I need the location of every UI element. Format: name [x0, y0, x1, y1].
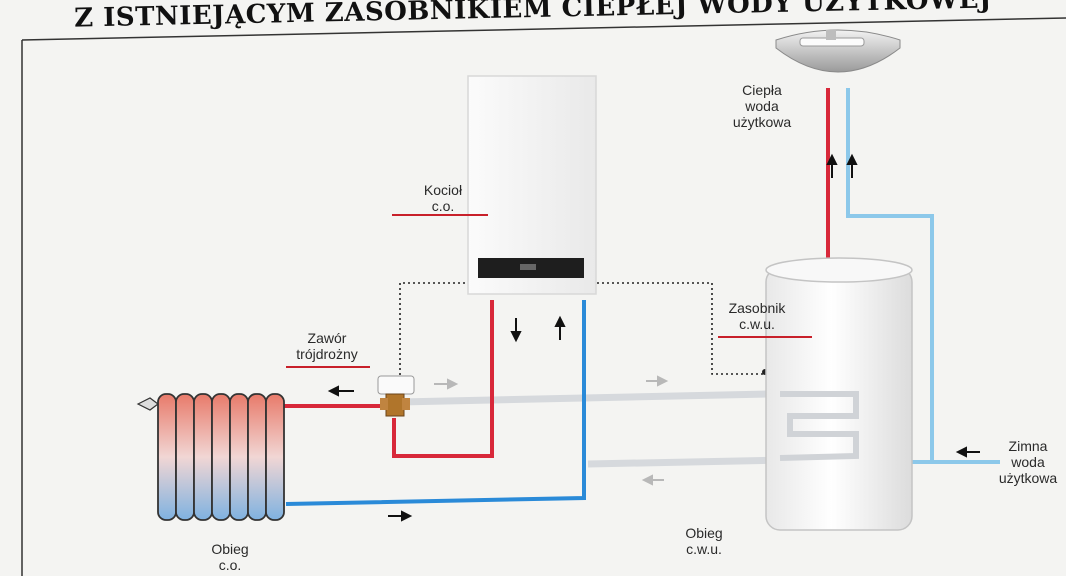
- tank-coil: [779, 391, 859, 461]
- control-wires: [399, 282, 764, 376]
- valve-label: Zawór trójdrożny: [296, 330, 358, 362]
- tank-label-underline: [718, 336, 812, 338]
- cold-water-label: Zimna woda użytkowa: [998, 438, 1058, 486]
- dhw-circuit-label: Obieg c.w.u.: [685, 525, 723, 557]
- arrow-icon: [327, 153, 980, 522]
- three-way-valve-icon: [377, 375, 415, 417]
- cold-water-pipes: [846, 88, 1000, 464]
- tank-label: Zasobnik c.w.u.: [728, 300, 786, 332]
- boiler-icon: [467, 75, 597, 295]
- hot-water-tank-icon: [765, 257, 913, 531]
- hot-pipes: [280, 88, 830, 458]
- boiler-label-underline: [392, 214, 488, 216]
- radiator-icon: [136, 393, 285, 521]
- cold-pipes: [285, 300, 586, 506]
- arrow-icon-grey: [434, 375, 669, 486]
- hot-water-label: Ciepła woda użytkowa: [732, 82, 792, 130]
- washbasin-icon: [775, 29, 901, 73]
- boiler-label: Kocioł c.o.: [423, 182, 463, 214]
- page-frame: [21, 17, 1066, 576]
- heating-circuit-label: Obieg c.o.: [211, 541, 249, 573]
- valve-label-underline: [286, 366, 370, 368]
